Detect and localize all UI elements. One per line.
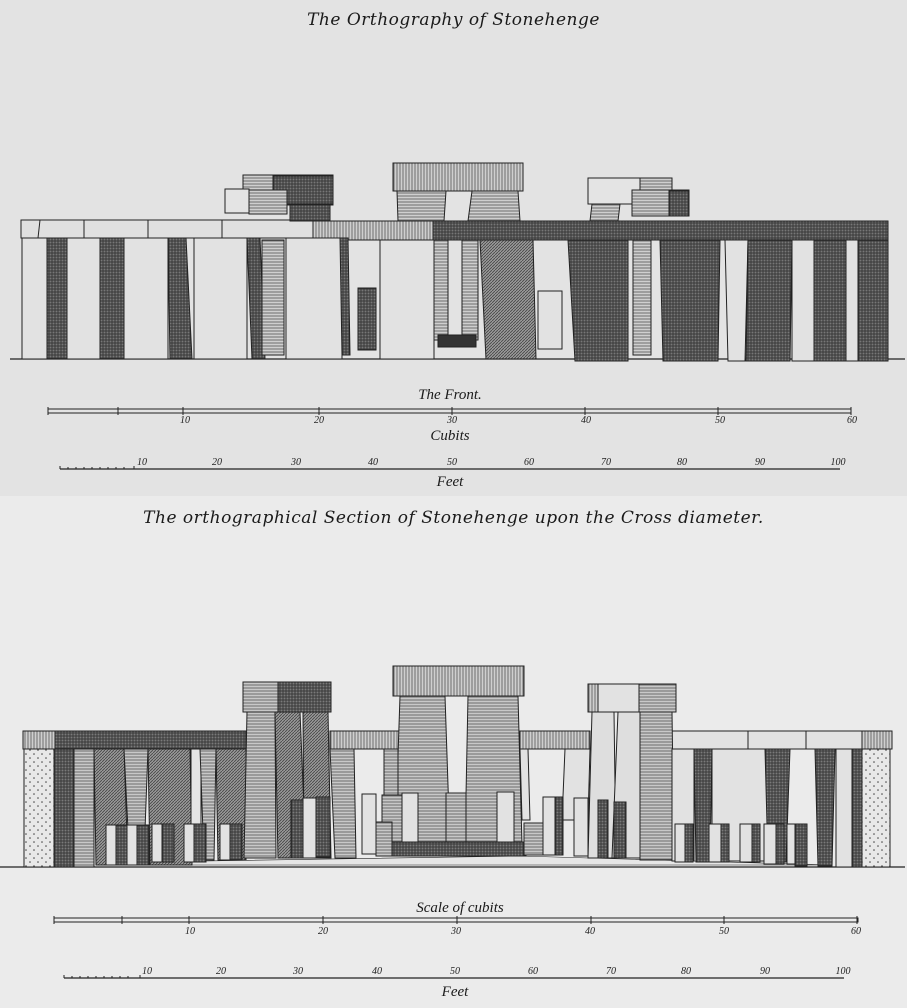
feet-tick-40: 40 bbox=[368, 457, 378, 468]
cubit-tick-20: 20 bbox=[314, 415, 324, 426]
feet-tick-20: 20 bbox=[212, 457, 222, 468]
feet-tick-90-bottom: 90 bbox=[760, 966, 770, 977]
cubits-label-top: Cubits bbox=[430, 428, 470, 444]
plate-front-elevation: The Orthography of Stonehenge bbox=[0, 0, 907, 496]
cubit-tick-60: 60 bbox=[847, 415, 857, 426]
plate-cross-section: The orthographical Section of Stonehenge… bbox=[0, 496, 907, 1008]
cubit-tick-10-bottom: 10 bbox=[185, 926, 195, 937]
feet-tick-80-bottom: 80 bbox=[681, 966, 691, 977]
cubit-tick-50: 50 bbox=[715, 415, 725, 426]
feet-tick-60-bottom: 60 bbox=[528, 966, 538, 977]
feet-tick-100: 100 bbox=[830, 457, 846, 468]
feet-tick-70: 70 bbox=[601, 457, 611, 468]
cubit-tick-50-bottom: 50 bbox=[719, 926, 729, 937]
feet-tick-50-bottom: 50 bbox=[450, 966, 460, 977]
cubit-tick-60-bottom: 60 bbox=[851, 926, 861, 937]
feet-tick-30: 30 bbox=[291, 457, 301, 468]
feet-scale-bar-bottom bbox=[63, 975, 844, 979]
scale-of-cubits-label: Scale of cubits bbox=[416, 900, 504, 916]
cubits-scale-bar-bottom bbox=[53, 916, 859, 924]
feet-tick-70-bottom: 70 bbox=[606, 966, 616, 977]
cubits-scale-bar-top bbox=[47, 407, 852, 415]
feet-tick-10-bottom: 10 bbox=[142, 966, 152, 977]
feet-tick-50: 50 bbox=[447, 457, 457, 468]
feet-tick-30-bottom: 30 bbox=[293, 966, 303, 977]
plate-title-orthography: The Orthography of Stonehenge bbox=[307, 10, 600, 30]
stonehenge-front-drawing bbox=[10, 162, 905, 362]
feet-tick-40-bottom: 40 bbox=[372, 966, 382, 977]
feet-label-top: Feet bbox=[436, 474, 464, 490]
cubit-tick-10: 10 bbox=[180, 415, 190, 426]
feet-tick-60: 60 bbox=[524, 457, 534, 468]
feet-tick-90: 90 bbox=[755, 457, 765, 468]
cubit-tick-30-bottom: 30 bbox=[451, 926, 461, 937]
stonehenge-section-drawing bbox=[0, 665, 905, 868]
feet-scale-bar-top bbox=[59, 466, 840, 470]
feet-tick-80: 80 bbox=[677, 457, 687, 468]
cubit-tick-40: 40 bbox=[581, 415, 591, 426]
feet-tick-100-bottom: 100 bbox=[835, 966, 851, 977]
feet-label-bottom: Feet bbox=[441, 984, 469, 1000]
cubit-tick-20-bottom: 20 bbox=[318, 926, 328, 937]
plate-title-section: The orthographical Section of Stonehenge… bbox=[143, 508, 764, 528]
feet-tick-10: 10 bbox=[137, 457, 147, 468]
cubit-tick-30: 30 bbox=[447, 415, 457, 426]
cubit-tick-40-bottom: 40 bbox=[585, 926, 595, 937]
front-caption: The Front. bbox=[418, 387, 482, 403]
feet-tick-20-bottom: 20 bbox=[216, 966, 226, 977]
